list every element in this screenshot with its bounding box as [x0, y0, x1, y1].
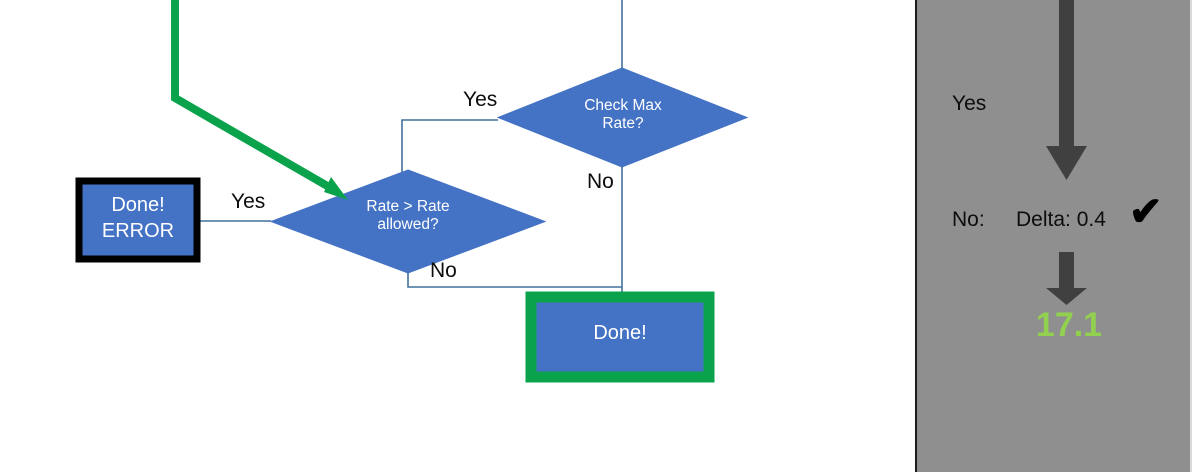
node-check-max-rate[interactable] — [496, 67, 749, 168]
down-arrow-icon-upper — [1046, 0, 1087, 180]
edge-label-no-from-rate-allowed: No — [430, 259, 457, 282]
node-rate-allowed[interactable] — [269, 169, 547, 274]
edge-label-yes-from-check-max: Yes — [463, 88, 498, 111]
panel-yes-label: Yes — [952, 92, 987, 115]
panel-graphics — [1046, 0, 1087, 305]
flowchart-canvas: Done! ERROR Rate > Rate allowed? Check M… — [75, 0, 749, 383]
node-done-error[interactable] — [75, 177, 201, 263]
panel-no-label: No: — [952, 208, 985, 231]
edge-label-no-from-check-max: No — [587, 170, 614, 193]
right-gray-panel: Yes No: Delta: 0.4 ✔ 17.1 — [915, 0, 1192, 472]
connector-check-max-yes — [401, 119, 498, 172]
highlight-green-arrowhead — [324, 177, 348, 200]
connector-rate-allowed-no — [407, 273, 622, 288]
node-done[interactable] — [525, 291, 715, 383]
down-arrow-icon-lower — [1046, 252, 1087, 305]
flowchart-graphics — [75, 0, 749, 383]
highlight-green-path — [171, 0, 339, 195]
panel-delta-label: Delta: 0.4 — [1016, 208, 1106, 231]
checkmark-icon: ✔ — [1129, 190, 1163, 234]
panel-result-value: 17.1 — [1035, 306, 1103, 344]
edge-label-yes-to-done-error: Yes — [231, 190, 266, 213]
